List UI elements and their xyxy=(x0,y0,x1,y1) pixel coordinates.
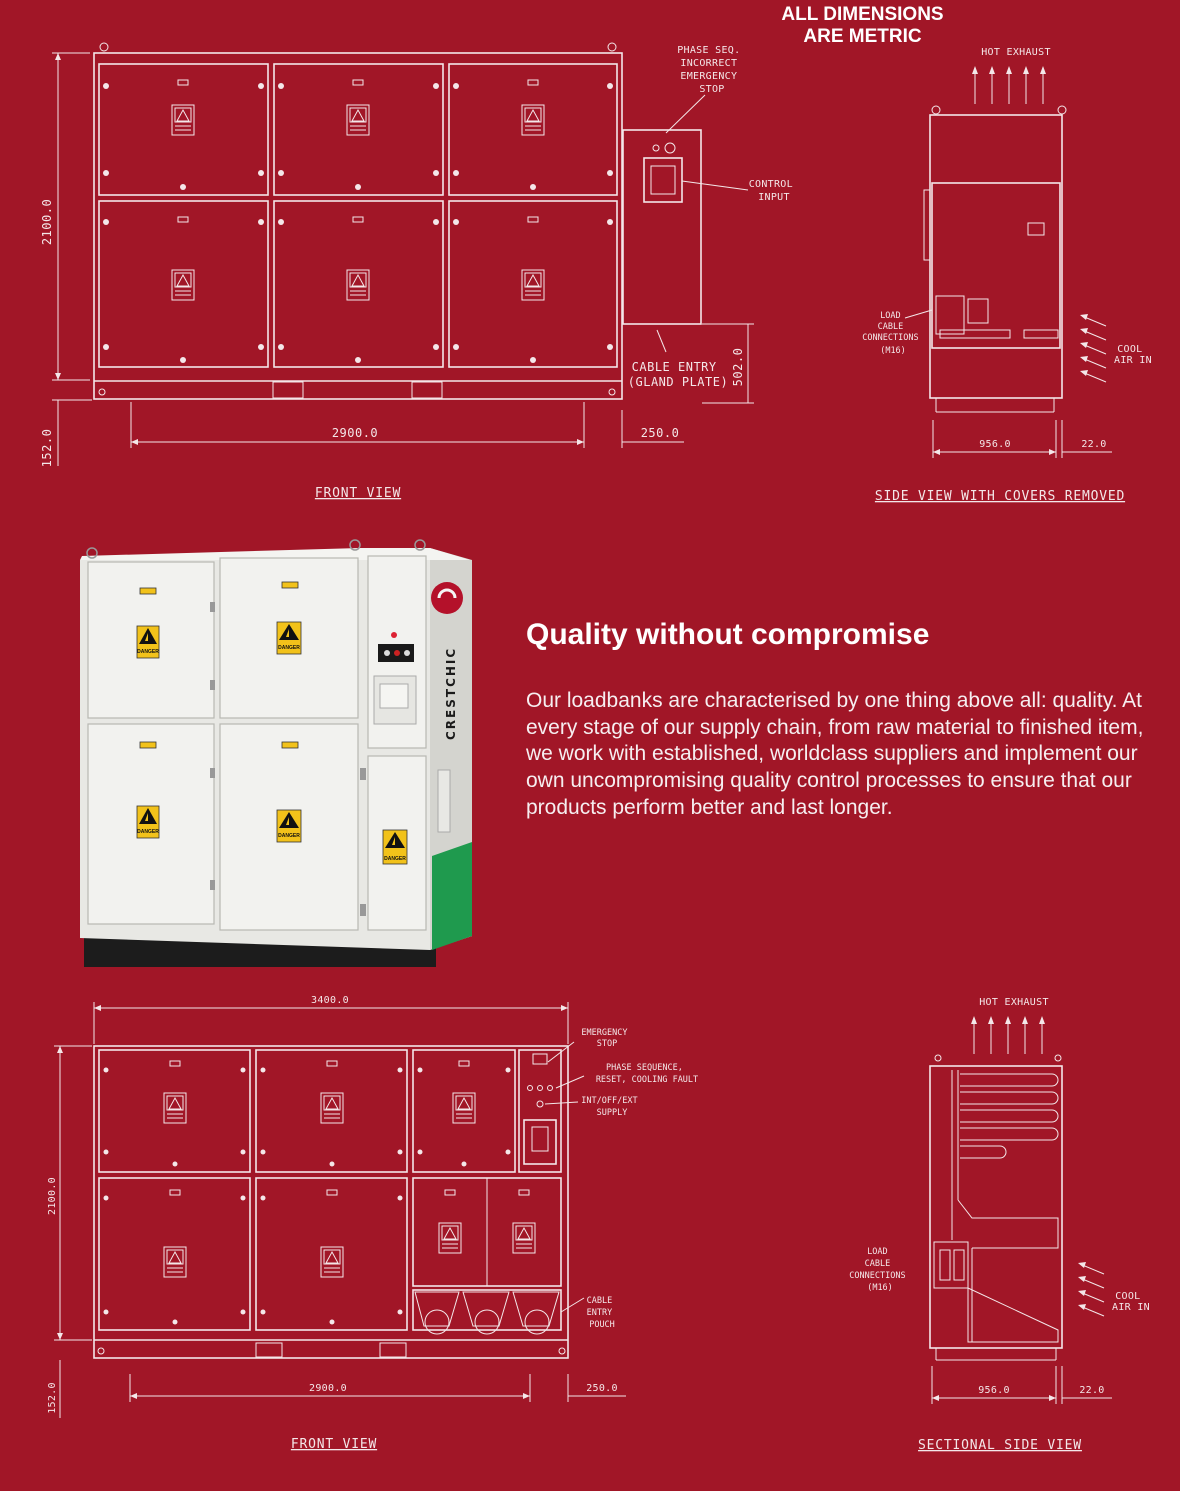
top-side-hot-label: HOT EXHAUST xyxy=(981,47,1051,58)
top-front-height-dim: 2100.0 xyxy=(40,199,54,245)
top-front-width-dim: 2900.0 xyxy=(332,426,378,440)
metric-header-line2: ARE METRIC xyxy=(803,26,922,47)
top-side-depth-dim: 956.0 xyxy=(979,439,1011,450)
bottom-front-view-label: FRONT VIEW xyxy=(291,1437,377,1452)
bottom-front-overall-dim: 3400.0 xyxy=(311,995,349,1006)
metric-header: ALL DIMENSIONS ARE METRIC xyxy=(760,4,965,48)
bottom-front-base-dim: 152.0 xyxy=(47,1382,58,1414)
bottom-front-width-dim: 2900.0 xyxy=(309,1383,347,1394)
bottom-side-cool-label: COOL AIR IN xyxy=(1112,1291,1150,1313)
bottom-front-supply-note: INT/OFF/EXT SUPPLY xyxy=(581,1096,642,1118)
metric-header-line1: ALL DIMENSIONS xyxy=(781,4,944,25)
product-warning-3: DANGER xyxy=(137,829,159,835)
bottom-front-phase-note: PHASE SEQUENCE, RESET, COOLING FAULT xyxy=(596,1063,698,1085)
top-front-base-dim: 152.0 xyxy=(40,429,54,468)
top-side-cool-label: COOL AIR IN xyxy=(1114,344,1152,366)
product-warning-4: DANGER xyxy=(278,833,300,839)
bottom-side-depth-dim: 956.0 xyxy=(978,1385,1010,1396)
bottom-side-frame xyxy=(929,1065,1063,1349)
bottom-side-hot-label: HOT EXHAUST xyxy=(979,997,1049,1008)
bottom-front-view: 3400.0 xyxy=(47,995,698,1452)
bottom-front-pouch-note: CABLE ENTRY POUCH xyxy=(587,1296,618,1330)
bottom-side-side-dim: 22.0 xyxy=(1079,1385,1104,1396)
top-side-side-dim: 22.0 xyxy=(1081,439,1106,450)
top-front-view: 2100.0 152.0 2900.0 250.0 502.0 PHASE SE… xyxy=(40,42,800,501)
top-side-view-label: SIDE VIEW WITH COVERS REMOVED xyxy=(875,489,1125,504)
top-side-load-label: LOAD CABLE CONNECTIONS (M16) xyxy=(862,311,923,356)
bottom-front-side-dim: 250.0 xyxy=(586,1383,618,1394)
section-body: Our loadbanks are characterised by one t… xyxy=(526,689,1144,819)
bottom-front-frame xyxy=(93,1045,569,1359)
top-side-frame xyxy=(929,114,1063,399)
product-warning-1: DANGER xyxy=(137,649,159,655)
top-front-view-label: FRONT VIEW xyxy=(315,486,401,501)
top-front-phase-note: PHASE SEQ. INCORRECT EMERGENCY STOP xyxy=(677,45,747,95)
top-side-view: HOT EXHAUST COOL AIR IN LOAD CABLE CONNE… xyxy=(862,47,1152,504)
top-front-control-note: CONTROL INPUT xyxy=(749,179,800,203)
bottom-front-height-dim: 2100.0 xyxy=(47,1177,58,1215)
top-front-panels xyxy=(98,63,618,368)
product-warning-5: DANGER xyxy=(384,856,406,862)
bottom-front-emergency-note: EMERGENCY STOP xyxy=(581,1028,632,1049)
product-brand: CRESTCHIC xyxy=(444,647,458,740)
product-warning-2: DANGER xyxy=(278,645,300,651)
top-control-box xyxy=(622,129,702,325)
bottom-side-view-label: SECTIONAL SIDE VIEW xyxy=(918,1438,1082,1453)
top-front-frame xyxy=(93,52,623,400)
bottom-side-view: HOT EXHAUST COOL AIR IN LOAD CABL xyxy=(849,997,1150,1453)
top-front-cable-note: CABLE ENTRY (GLAND PLATE) xyxy=(628,360,728,389)
top-front-side-dim: 250.0 xyxy=(641,426,680,440)
loadbank-product-illustration: DANGER DANGER DANGER DANGER DANGER CREST… xyxy=(80,539,472,967)
bottom-side-load-label: LOAD CABLE CONNECTIONS (M16) xyxy=(849,1247,910,1293)
top-front-gland-dim: 502.0 xyxy=(731,348,745,387)
section-title: Quality without compromise xyxy=(526,618,930,651)
